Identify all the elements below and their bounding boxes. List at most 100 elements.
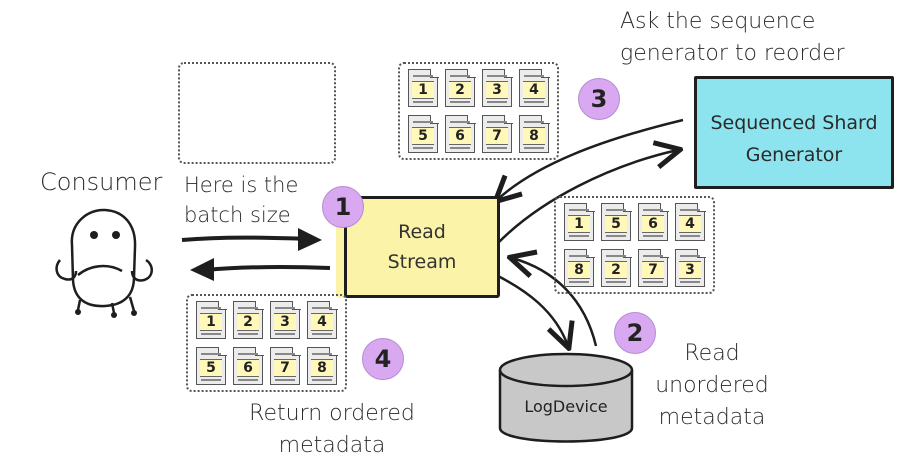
read-stream-label: Read Stream (347, 217, 497, 277)
document-number: 7 (486, 127, 508, 145)
ask-reorder-label: Ask the sequence generator to reorder (620, 6, 845, 70)
document-icon: 7 (482, 114, 513, 153)
document-line (312, 379, 332, 381)
document-number: 4 (311, 313, 333, 331)
database-cylinder-icon (498, 352, 634, 443)
document-number: 3 (679, 261, 701, 279)
document-line (238, 333, 258, 335)
document-icon: 1 (196, 300, 227, 339)
document-line (413, 101, 433, 103)
return-ordered-label-line: metadata (278, 433, 386, 458)
document-number: 1 (412, 81, 434, 99)
document-line (606, 209, 626, 211)
document-line (275, 333, 295, 335)
sequence-generator-box: Sequenced Shard Generator (694, 76, 894, 189)
step-badge-1: 1 (322, 186, 364, 228)
document-line (201, 353, 221, 355)
document-line (450, 121, 470, 123)
ask-reorder-label-line: Ask the sequence (620, 9, 816, 34)
document-number: 8 (523, 127, 545, 145)
document-number: 7 (274, 359, 296, 377)
document-line (569, 209, 589, 211)
document-line (487, 75, 507, 77)
document-line (524, 121, 544, 123)
document-line (312, 307, 332, 309)
document-line (643, 235, 663, 237)
document-line (606, 235, 626, 237)
document-line (450, 75, 470, 77)
document-number: 2 (237, 313, 259, 331)
document-icon: 7 (638, 248, 669, 287)
document-icon: 5 (408, 114, 439, 153)
document-number: 5 (605, 215, 627, 233)
return-ordered-label: Return ordered metadata (232, 398, 432, 462)
document-icon: 5 (601, 202, 632, 241)
document-icon: 6 (638, 202, 669, 241)
document-line (450, 147, 470, 149)
document-number: 7 (642, 261, 664, 279)
document-icon: 3 (270, 300, 301, 339)
batch-size-label: Here is the batch size (184, 170, 298, 230)
read-stream-label-line: Read (398, 221, 446, 243)
document-number: 5 (200, 359, 222, 377)
document-line (680, 209, 700, 211)
document-line (275, 379, 295, 381)
request-arrow (181, 228, 322, 251)
document-line (487, 101, 507, 103)
document-line (524, 101, 544, 103)
document-line (275, 353, 295, 355)
document-number: 1 (568, 215, 590, 233)
document-line (487, 121, 507, 123)
document-number: 2 (449, 81, 471, 99)
document-icon: 8 (519, 114, 550, 153)
document-number: 3 (486, 81, 508, 99)
reorder-request-arrow (496, 150, 678, 245)
document-icon: 6 (233, 346, 264, 385)
document-line (524, 147, 544, 149)
batch-size-label-line: Here is the (184, 173, 299, 197)
document-icon: 3 (675, 248, 706, 287)
document-number: 1 (200, 313, 222, 331)
read-request-arrow (497, 274, 568, 346)
read-stream-label-line: Stream (387, 251, 457, 273)
document-number: 6 (237, 359, 259, 377)
document-icon: 3 (482, 68, 513, 107)
step-badge-2: 2 (614, 312, 656, 354)
document-icon: 2 (445, 68, 476, 107)
batch-size-label-line: batch size (184, 203, 291, 227)
document-icon: 6 (445, 114, 476, 153)
log-device-label: LogDevice (524, 397, 608, 416)
consumer-character-icon (55, 208, 153, 318)
document-line (606, 255, 626, 257)
sequence-generator-label-line: Generator (745, 144, 843, 166)
reorder-response-arrow (497, 118, 684, 200)
document-number: 4 (523, 81, 545, 99)
document-line (413, 121, 433, 123)
document-number: 8 (311, 359, 333, 377)
sequence-generator-label: Sequenced Shard Generator (697, 107, 891, 171)
step-badge-3: 3 (578, 78, 620, 120)
document-line (275, 307, 295, 309)
document-line (201, 333, 221, 335)
document-number: 6 (449, 127, 471, 145)
document-line (201, 307, 221, 309)
document-line (312, 333, 332, 335)
document-icon: 4 (307, 300, 338, 339)
document-line (524, 75, 544, 77)
document-number: 2 (605, 261, 627, 279)
document-line (450, 101, 470, 103)
document-icon: 8 (307, 346, 338, 385)
document-line (312, 353, 332, 355)
document-line (569, 255, 589, 257)
document-number: 6 (642, 215, 664, 233)
document-line (643, 255, 663, 257)
document-line (606, 281, 626, 283)
empty-batch-placeholder (178, 62, 336, 164)
read-unordered-label: Read unordered metadata (652, 338, 772, 434)
read-unordered-label-line: Read (684, 341, 740, 366)
